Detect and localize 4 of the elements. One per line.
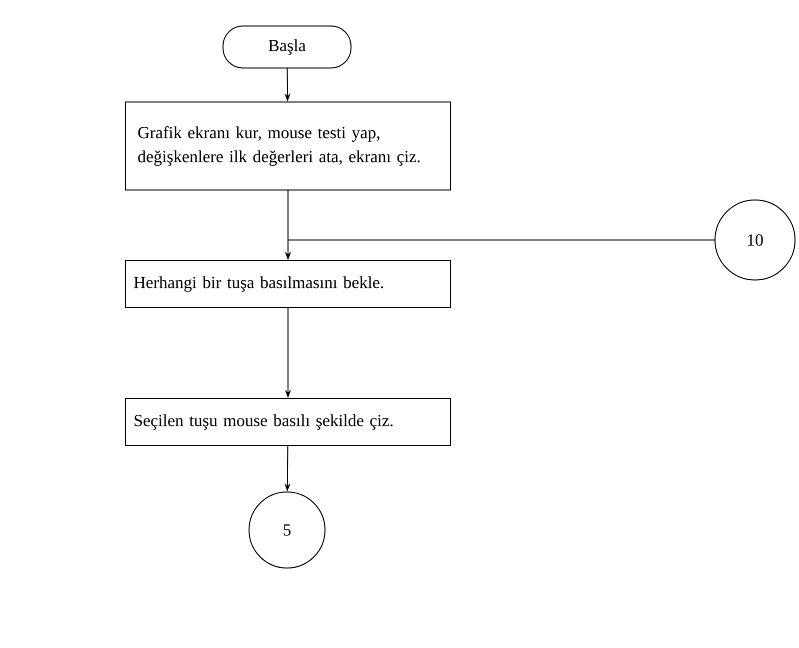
process-box: Herhangi bir tuşa basılmasını bekle. (125, 260, 451, 308)
start-terminal: Başla (222, 26, 352, 68)
process-box: Grafik ekranı kur, mouse testi yap, değişkenlere ilk değerleri ata, ekranı çiz. (125, 102, 451, 190)
process-box: Seçilen tuşu mouse basılı şekilde çiz. (125, 398, 451, 446)
